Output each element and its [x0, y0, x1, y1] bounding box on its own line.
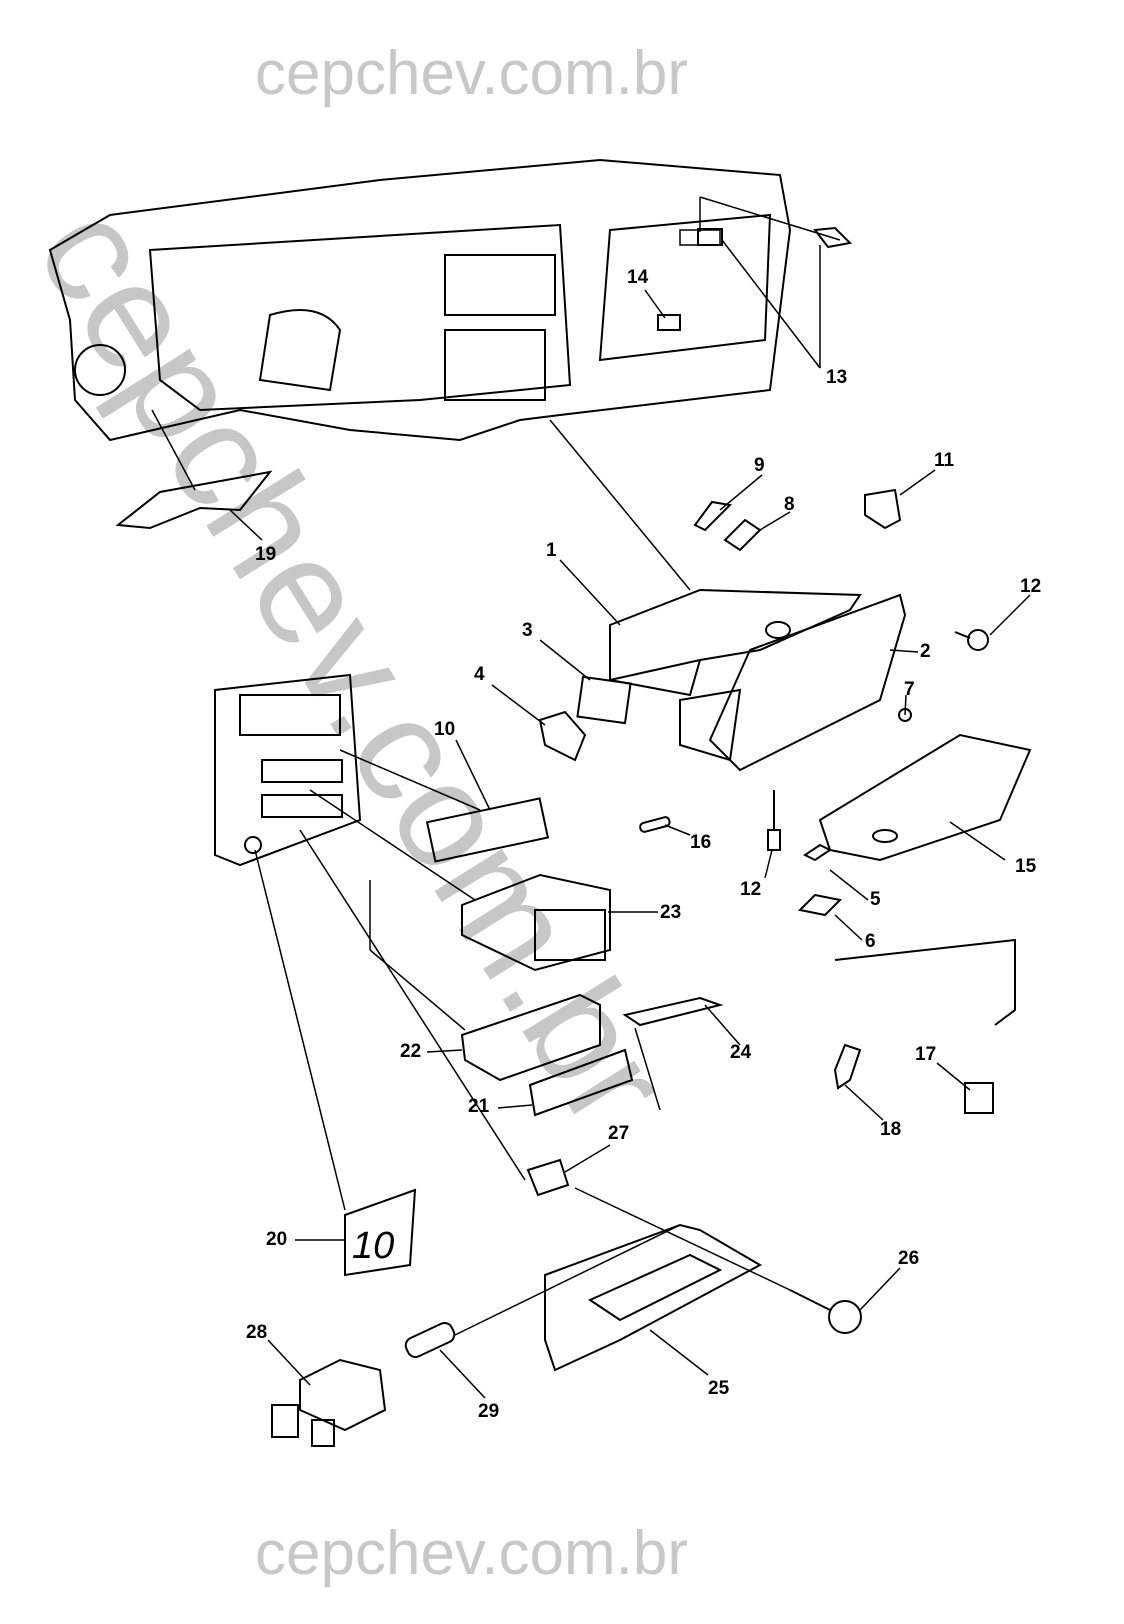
- part-22-pocket: [460, 993, 601, 1082]
- part-6-latch: [797, 893, 843, 917]
- part-25-coin-tray: [544, 1223, 763, 1372]
- part-13-clip: [813, 226, 853, 249]
- part-12-screw: [767, 790, 781, 851]
- callout-13: 13: [826, 367, 848, 388]
- part-11-cap: [864, 488, 902, 530]
- part-20-marking: 10: [352, 1225, 394, 1267]
- callout-17: 17: [915, 1044, 937, 1065]
- part-12-screw: [954, 629, 989, 651]
- part-24-pad: [622, 996, 724, 1027]
- part-23-switch-module: [461, 873, 611, 972]
- part-20-plate: [344, 1188, 417, 1277]
- callout-11: 11: [934, 450, 955, 471]
- part-5-bulb: [803, 843, 832, 862]
- callout-24: 24: [730, 1042, 752, 1063]
- part-10-cover: [425, 797, 550, 863]
- callout-5: 5: [870, 889, 881, 910]
- callout-9: 9: [754, 455, 765, 476]
- callout-19: 19: [255, 544, 277, 565]
- part-21-insert: [528, 1048, 634, 1117]
- part-14-clip: [657, 314, 681, 331]
- callout-27: 27: [608, 1123, 630, 1144]
- part-16-pin: [639, 816, 671, 833]
- part-8-wire: [723, 518, 762, 552]
- callout-22: 22: [400, 1041, 422, 1062]
- callout-7: 7: [904, 679, 915, 700]
- watermark-bottom: cepchev.com.br: [255, 1519, 689, 1588]
- watermark-top: cepchev.com.br: [255, 39, 689, 108]
- callout-25: 25: [708, 1378, 730, 1399]
- callout-1: 1: [546, 540, 557, 561]
- callout-21: 21: [468, 1096, 490, 1117]
- part-13-clip: [697, 228, 723, 246]
- part-15-hole: [872, 829, 898, 843]
- part-15-door-panel: [818, 733, 1032, 862]
- callout-18: 18: [880, 1119, 902, 1140]
- callout-23: 23: [660, 902, 682, 923]
- callout-10: 10: [434, 719, 456, 740]
- callout-20: 20: [266, 1229, 288, 1250]
- part-3-pad: [576, 675, 632, 725]
- part-28-socket: [271, 1358, 387, 1447]
- part-27-clip: [526, 1158, 570, 1197]
- leader-lines: [151, 196, 1031, 1399]
- glove-box-door-trim: [834, 938, 1016, 1026]
- part-29-bulb: [404, 1322, 456, 1358]
- callout-12: 12: [1020, 576, 1042, 597]
- part-26-push-pin: [789, 1289, 862, 1334]
- callout-28: 28: [246, 1322, 268, 1343]
- part-2-glove-box-door: [679, 593, 907, 772]
- callout-29: 29: [478, 1401, 500, 1422]
- part-17-latch: [964, 1082, 994, 1114]
- callout-4: 4: [474, 664, 485, 685]
- instrument-panel: [48, 158, 792, 442]
- part-18-clip: [833, 1043, 862, 1090]
- part-19-panel: [115, 470, 273, 530]
- callout-6: 6: [865, 931, 876, 952]
- callout-8: 8: [784, 494, 795, 515]
- callout-26: 26: [898, 1248, 920, 1269]
- callout-15: 15: [1015, 856, 1037, 877]
- part-1-glove-box-housing: [609, 588, 862, 697]
- part-9-clip: [693, 500, 733, 532]
- side-bezel: [214, 673, 362, 867]
- callout-3: 3: [522, 620, 533, 641]
- part-4-switch: [538, 710, 587, 762]
- callout-16: 16: [690, 832, 712, 853]
- callout-12: 12: [740, 879, 762, 900]
- callout-2: 2: [920, 641, 931, 662]
- callout-14: 14: [627, 267, 649, 288]
